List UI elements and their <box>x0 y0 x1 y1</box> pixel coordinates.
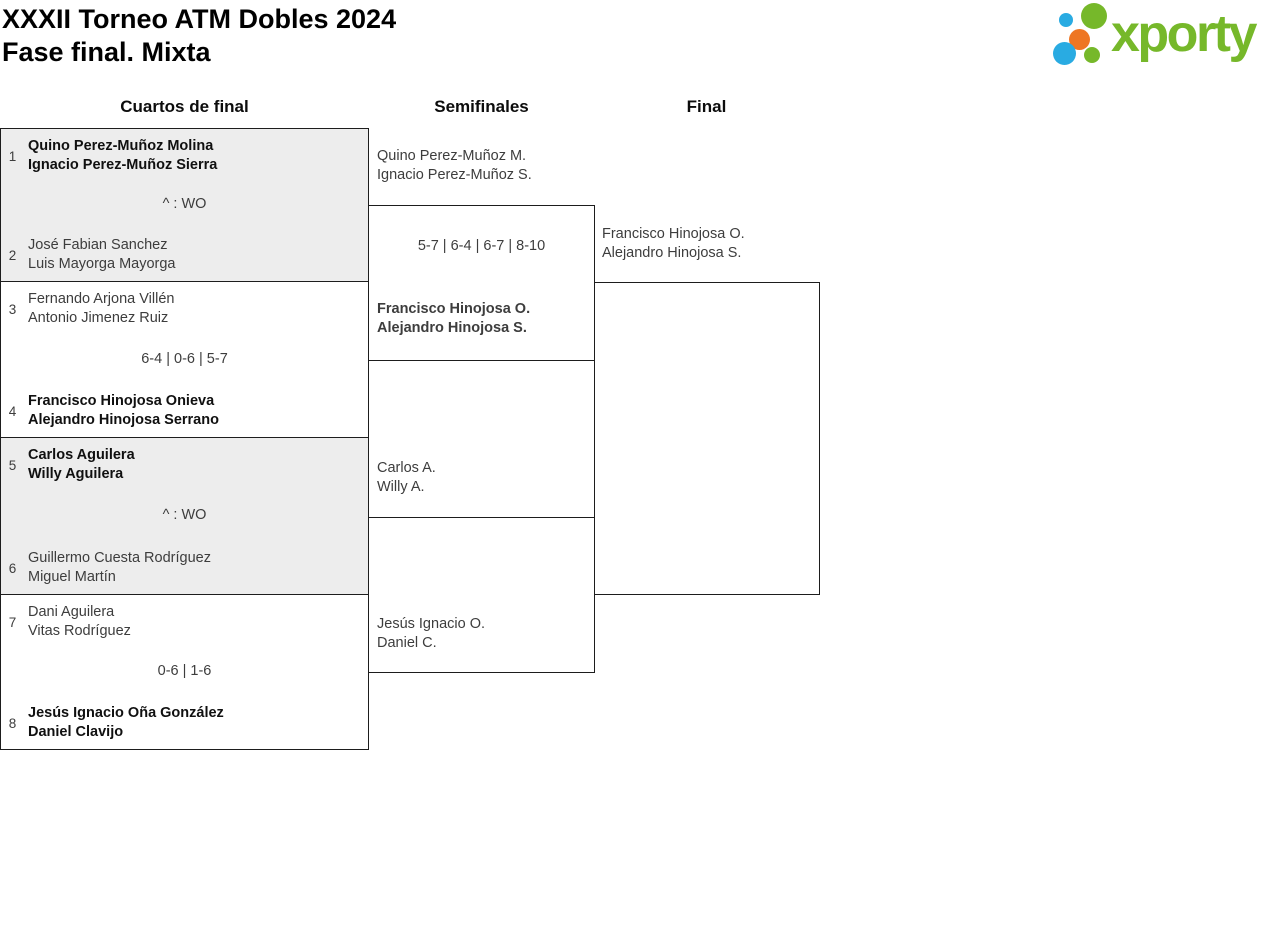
team-name: Quino Perez-Muñoz M. Ignacio Perez-Muñoz… <box>377 148 532 183</box>
seed-number: 8 <box>8 715 17 731</box>
seed-number: 3 <box>8 301 17 317</box>
page-subtitle: Fase final. Mixta <box>2 37 211 67</box>
team-name: Carlos Aguilera Willy Aguilera <box>28 447 135 482</box>
seed-number: 4 <box>8 403 17 419</box>
team-name: Jesús Ignacio Oña González Daniel Clavij… <box>28 705 224 740</box>
match-score: ^ : WO <box>162 507 207 523</box>
match-quarterfinal-2: 3 Fernando Arjona Villén Antonio Jimenez… <box>0 281 369 438</box>
team-name: Jesús Ignacio O. Daniel C. <box>377 616 485 651</box>
logo-dot-orange-icon <box>1069 29 1090 50</box>
match-final-box <box>594 282 820 595</box>
xporty-logo-text: xporty <box>1111 5 1257 63</box>
seed-number: 2 <box>8 247 17 263</box>
round-header-semifinales: Semifinales <box>434 97 529 116</box>
page-title: XXXII Torneo ATM Dobles 2024 <box>2 4 397 34</box>
xporty-logo[interactable]: xporty <box>1050 2 1278 70</box>
team-name: Carlos A. Willy A. <box>377 460 436 495</box>
team-name: José Fabian Sanchez Luis Mayorga Mayorga <box>28 237 176 272</box>
team-name: Francisco Hinojosa Onieva Alejandro Hino… <box>28 393 219 428</box>
seed-number: 7 <box>8 614 17 630</box>
team-row: 1 Quino Perez-Muñoz Molina Ignacio Perez… <box>5 137 358 175</box>
match-quarterfinal-1: 1 Quino Perez-Muñoz Molina Ignacio Perez… <box>0 128 369 282</box>
team-name: Dani Aguilera Vitas Rodríguez <box>28 604 131 639</box>
team-name: Francisco Hinojosa O. Alejandro Hinojosa… <box>602 226 745 261</box>
team-row: 8 Jesús Ignacio Oña González Daniel Clav… <box>5 704 358 742</box>
match-score: 5-7 | 6-4 | 6-7 | 8-10 <box>417 238 546 254</box>
logo-dot-blue-small-icon <box>1059 13 1073 27</box>
match-semifinal-2-box <box>368 517 595 673</box>
team-row: 4 Francisco Hinojosa Onieva Alejandro Hi… <box>5 392 358 430</box>
team-row: 5 Carlos Aguilera Willy Aguilera <box>5 446 358 484</box>
logo-dot-green-big-icon <box>1081 3 1107 29</box>
logo-dot-green-small-icon <box>1084 47 1100 63</box>
match-score: 0-6 | 1-6 <box>157 663 212 679</box>
team-name: Fernando Arjona Villén Antonio Jimenez R… <box>28 291 175 326</box>
seed-number: 6 <box>8 560 17 576</box>
seed-number: 5 <box>8 457 17 473</box>
team-row: 6 Guillermo Cuesta Rodríguez Miguel Mart… <box>5 549 358 587</box>
team-row: 7 Dani Aguilera Vitas Rodríguez <box>5 603 358 641</box>
team-name: Guillermo Cuesta Rodríguez Miguel Martín <box>28 550 211 585</box>
round-header-final: Final <box>686 97 727 116</box>
team-name: Quino Perez-Muñoz Molina Ignacio Perez-M… <box>28 138 218 173</box>
match-score: ^ : WO <box>162 196 207 212</box>
round-header-cuartos-de-final: Cuartos de final <box>120 97 249 116</box>
match-quarterfinal-4: 7 Dani Aguilera Vitas Rodríguez 0-6 | 1-… <box>0 594 369 750</box>
team-row: 3 Fernando Arjona Villén Antonio Jimenez… <box>5 290 358 328</box>
team-row: 2 José Fabian Sanchez Luis Mayorga Mayor… <box>5 236 358 274</box>
team-name: Francisco Hinojosa O. Alejandro Hinojosa… <box>377 301 531 336</box>
match-quarterfinal-3: 5 Carlos Aguilera Willy Aguilera ^ : WO … <box>0 437 369 595</box>
logo-dot-blue-big-icon <box>1053 42 1076 65</box>
seed-number: 1 <box>8 148 17 164</box>
match-score: 6-4 | 0-6 | 5-7 <box>141 350 228 367</box>
